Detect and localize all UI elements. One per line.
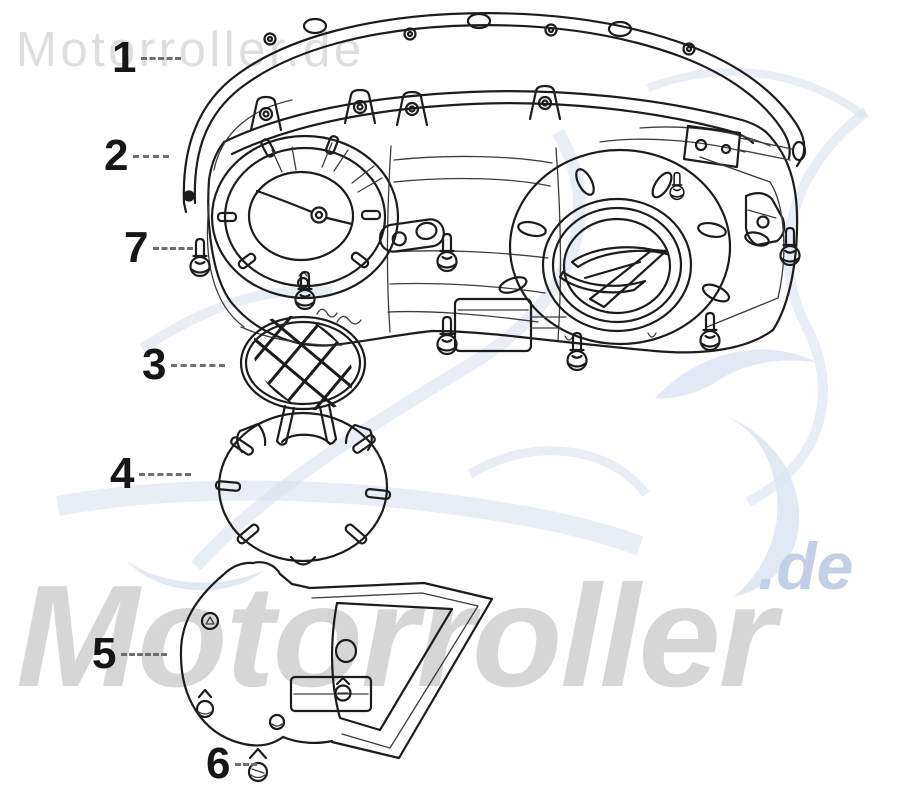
part-1-gasket (182, 12, 807, 214)
part-2-cover (206, 84, 799, 354)
part-7-screws (189, 171, 801, 372)
watermark-brand: Motorroller (16, 555, 776, 717)
part-5-lower-cover (179, 561, 494, 760)
part-6-screw (247, 747, 269, 783)
watermark-domain-tld: .de (758, 529, 854, 603)
watermark-top-left: Motorroller.de (16, 23, 365, 77)
part-4-fan-plate (214, 411, 392, 566)
